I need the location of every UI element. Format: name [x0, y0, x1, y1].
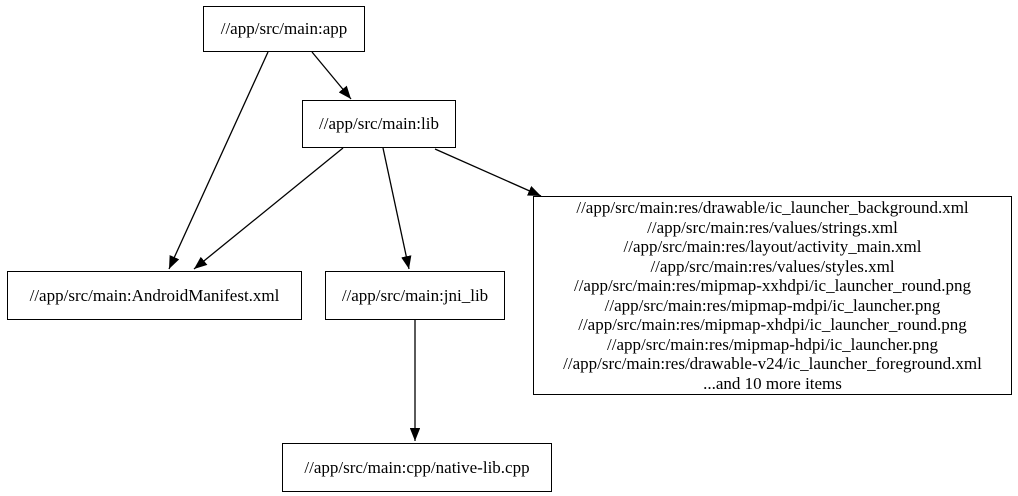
node-lib: //app/src/main:lib — [302, 100, 456, 148]
node-app: //app/src/main:app — [203, 6, 365, 52]
resource-item: //app/src/main:res/mipmap-hdpi/ic_launch… — [607, 334, 938, 354]
edge-lib-to-resources — [434, 148, 542, 197]
node-lib-label: //app/src/main:lib — [319, 114, 439, 134]
resource-item: //app/src/main:res/values/styles.xml — [650, 256, 895, 276]
resource-item: //app/src/main:res/layout/activity_main.… — [623, 237, 922, 256]
edge-app-to-lib — [311, 51, 352, 100]
resource-more-items: ...and 10 more items — [703, 373, 842, 393]
node-native-lib-cpp-label: //app/src/main:cpp/native-lib.cpp — [304, 457, 530, 477]
edge-lib-to-jni-lib — [382, 147, 412, 270]
node-app-label: //app/src/main:app — [220, 19, 348, 39]
edge-lib-to-manifest — [193, 147, 344, 270]
node-jni-lib-label: //app/src/main:jni_lib — [341, 285, 489, 305]
node-native-lib-cpp: //app/src/main:cpp/native-lib.cpp — [282, 443, 552, 492]
node-android-manifest-label: //app/src/main:AndroidManifest.xml — [29, 285, 280, 305]
node-android-manifest: //app/src/main:AndroidManifest.xml — [7, 271, 302, 320]
resource-item: //app/src/main:res/drawable-v24/ic_launc… — [563, 354, 982, 373]
edge-app-to-manifest — [168, 51, 269, 270]
node-jni-lib: //app/src/main:jni_lib — [325, 271, 505, 320]
resource-item: //app/src/main:res/drawable/ic_launcher_… — [576, 198, 969, 217]
resource-item: //app/src/main:res/mipmap-mdpi/ic_launch… — [604, 295, 941, 315]
resource-item: //app/src/main:res/values/strings.xml — [647, 217, 898, 237]
resource-item: //app/src/main:res/mipmap-xxhdpi/ic_laun… — [573, 276, 972, 295]
resource-item: //app/src/main:res/mipmap-xhdpi/ic_launc… — [578, 315, 967, 334]
node-resources-group: //app/src/main:res/drawable/ic_launcher_… — [533, 196, 1012, 395]
